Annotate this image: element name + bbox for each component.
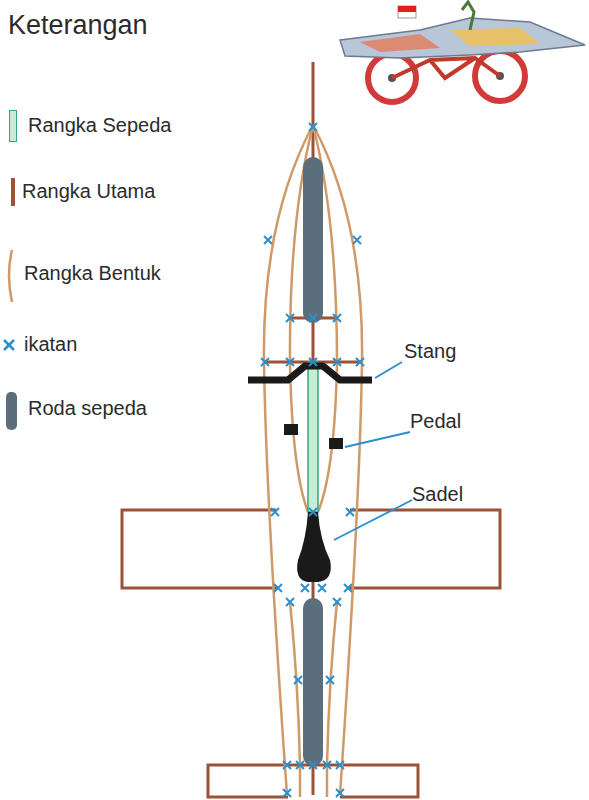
tie-mark [283,789,291,797]
tie-mark [286,314,294,322]
tie-mark [309,508,317,516]
ties [261,123,364,797]
tie-mark [261,358,269,366]
legend-swatch [9,110,17,142]
legend-text: Rangka Utama [22,180,155,203]
legend-text: Roda sepeda [28,397,147,420]
main-frame [122,62,500,797]
handlebar [248,366,372,380]
tie-mark [294,676,302,684]
legend-text: ikatan [24,333,77,356]
tie-mark [309,123,317,131]
bike-photo [340,2,585,102]
tie-mark [333,598,341,606]
tie-mark [271,508,279,516]
tie-mark [309,358,317,366]
tie-mark [353,236,361,244]
legend-sample-tie [4,340,14,350]
tie-mark [323,761,331,769]
tie-mark [336,789,344,797]
bicycle-frame [308,362,318,512]
tie-mark [283,761,291,769]
tie-mark [333,314,341,322]
tie-mark [318,584,326,592]
tie-mark [286,358,294,366]
tie-mark [309,761,317,769]
tie-mark [344,584,352,592]
legend-swatch [6,392,17,430]
legend-title: Keterangan [8,10,148,41]
tie-mark [356,358,364,366]
tie-mark [286,598,294,606]
saddle [297,512,331,582]
part-label: Sadel [412,483,463,506]
legend-sample-shape-frame [9,250,12,302]
tie-mark [333,358,341,366]
pedal-left [284,424,298,435]
pedal-right [329,438,343,449]
tie-mark [301,584,309,592]
part-label: Stang [404,340,456,363]
legend-text: Rangka Sepeda [28,114,171,137]
part-label: Pedal [410,410,461,433]
tie-mark [346,508,354,516]
leader-lines [334,362,412,540]
tie-mark [336,761,344,769]
rear-wheel [303,598,323,766]
tie-mark [309,314,317,322]
front-wheel [303,157,323,323]
tie-mark [296,761,304,769]
shape-frame [264,125,362,797]
legend-text: Rangka Bentuk [24,262,161,285]
tie-mark [326,676,334,684]
tie-mark [264,236,272,244]
legend-sample-main-frame [11,178,15,206]
tie-mark [274,584,282,592]
